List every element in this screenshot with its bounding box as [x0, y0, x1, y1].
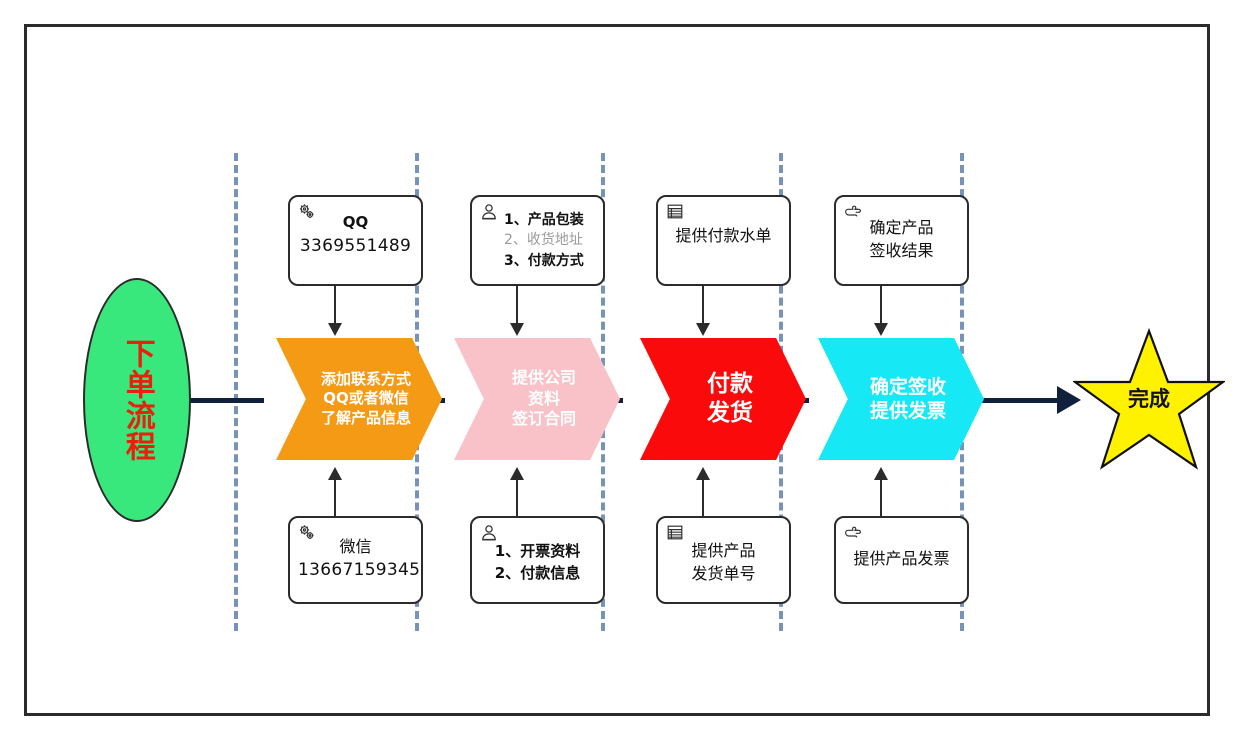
- stage-1-bottom-connector: [334, 470, 336, 516]
- stage-3-chevron-line-1: 发货: [707, 400, 753, 426]
- stage-2-top-line-2: 3、付款方式: [504, 252, 584, 269]
- stage-4-bottom-arrowhead: [874, 467, 888, 480]
- stage-1-bottom-arrowhead: [328, 467, 342, 480]
- stage-2-top-arrowhead: [510, 323, 524, 336]
- stage-2-chevron[interactable]: 提供公司 资料 签订合同: [454, 338, 620, 460]
- person-bust-icon: [479, 523, 499, 543]
- stage-1-chevron-line-1: QQ或者微信: [323, 389, 409, 408]
- stage-3-bottom-arrowhead: [696, 467, 710, 480]
- gears-icon: [297, 202, 317, 222]
- stage-3-chevron-label: 付款 发货: [693, 370, 753, 428]
- stage-1-chevron-label: 添加联系方式 QQ或者微信 了解产品信息: [307, 370, 411, 428]
- stage-1-chevron[interactable]: 添加联系方式 QQ或者微信 了解产品信息: [276, 338, 442, 460]
- pointing-hand-icon: [843, 523, 863, 543]
- document-list-icon: [665, 523, 685, 543]
- stage-divider-1: [234, 153, 238, 631]
- pointing-hand-icon: [843, 202, 863, 222]
- stage-1-chevron-line-0: 添加联系方式: [320, 370, 411, 389]
- star-shape: [1073, 327, 1225, 470]
- stage-1-top-line-1: 3369551489: [299, 235, 412, 256]
- stage-3-top-line-0: 提供付款水单: [675, 226, 772, 245]
- stage-3-bottom-line-1: 发货单号: [691, 564, 756, 584]
- person-bust-icon: [479, 202, 499, 222]
- stage-2-bottom-line-1: 2、付款信息: [494, 563, 581, 582]
- stage-1-bottom-line-1: 13667159345: [298, 560, 421, 581]
- stage-3-top-connector: [702, 286, 704, 329]
- stage-1-bottom-line-0: 微信: [339, 537, 372, 556]
- stage-1-top-box[interactable]: QQ 3369551489: [288, 195, 423, 286]
- stage-4-top-connector: [880, 286, 882, 329]
- stage-3-bottom-line-0: 提供产品: [691, 541, 756, 560]
- stage-1-chevron-line-2: 了解产品信息: [320, 408, 411, 427]
- stage-2-bottom-connector: [516, 470, 518, 516]
- stage-2-chevron-line-2: 签订合同: [511, 409, 576, 429]
- stage-3-chevron[interactable]: 付款 发货: [640, 338, 806, 460]
- stage-4-bottom-connector: [880, 470, 882, 516]
- stage-1-top-connector: [334, 286, 336, 329]
- spine-segment-end: [951, 398, 1061, 403]
- document-list-icon: [665, 202, 685, 222]
- spine-segment-start: [131, 398, 264, 403]
- stage-2-top-box[interactable]: 1、产品包装 2、收货地址 3、付款方式: [470, 195, 605, 286]
- stage-4-chevron[interactable]: 确定签收 提供发票: [818, 338, 984, 460]
- stage-4-bottom-box[interactable]: 提供产品发票: [834, 516, 969, 604]
- stage-4-chevron-line-1: 提供发票: [869, 400, 946, 422]
- stage-3-bottom-box[interactable]: 提供产品 发货单号: [656, 516, 791, 604]
- spine-arrowhead: [1057, 386, 1081, 414]
- end-node-label: 完成: [1128, 387, 1170, 411]
- stage-2-top-line-1: 2、收货地址: [504, 232, 583, 249]
- stage-3-top-arrowhead: [696, 323, 710, 336]
- stage-4-chevron-line-0: 确定签收: [869, 375, 946, 398]
- stage-4-top-box[interactable]: 确定产品 签收结果: [834, 195, 969, 286]
- start-node-label: 下单流程: [119, 338, 155, 462]
- end-node[interactable]: 完成: [1073, 327, 1225, 472]
- diagram-frame: 下单流程 QQ 3369551489 添加联系方式: [24, 24, 1225, 716]
- stage-2-top-connector: [516, 286, 518, 329]
- stage-4-top-line-0: 确定产品: [869, 218, 934, 237]
- stage-2-chevron-line-1: 资料: [527, 388, 560, 408]
- stage-3-top-box[interactable]: 提供付款水单: [656, 195, 791, 286]
- stage-4-top-arrowhead: [874, 323, 888, 336]
- stage-4-bottom-line-0: 提供产品发票: [853, 549, 950, 568]
- stage-2-chevron-label: 提供公司 资料 签订合同: [498, 368, 576, 429]
- stage-3-bottom-connector: [702, 470, 704, 516]
- stage-2-bottom-arrowhead: [510, 467, 524, 480]
- start-node[interactable]: 下单流程: [83, 278, 191, 522]
- stage-4-chevron-label: 确定签收 提供发票: [856, 375, 946, 424]
- stage-2-bottom-box[interactable]: 1、开票资料 2、付款信息: [470, 516, 605, 604]
- stage-1-top-line-0: QQ: [342, 213, 369, 231]
- stage-4-top-line-1: 签收结果: [869, 241, 934, 261]
- stage-3-chevron-line-0: 付款: [707, 371, 753, 398]
- stage-1-bottom-box[interactable]: 微信 13667159345: [288, 516, 423, 604]
- gears-icon: [297, 523, 317, 543]
- stage-1-top-arrowhead: [328, 323, 342, 336]
- stage-2-top-line-0: 1、产品包装: [504, 212, 584, 228]
- stage-2-chevron-line-0: 提供公司: [511, 368, 576, 388]
- stage-2-bottom-line-0: 1、开票资料: [494, 542, 581, 560]
